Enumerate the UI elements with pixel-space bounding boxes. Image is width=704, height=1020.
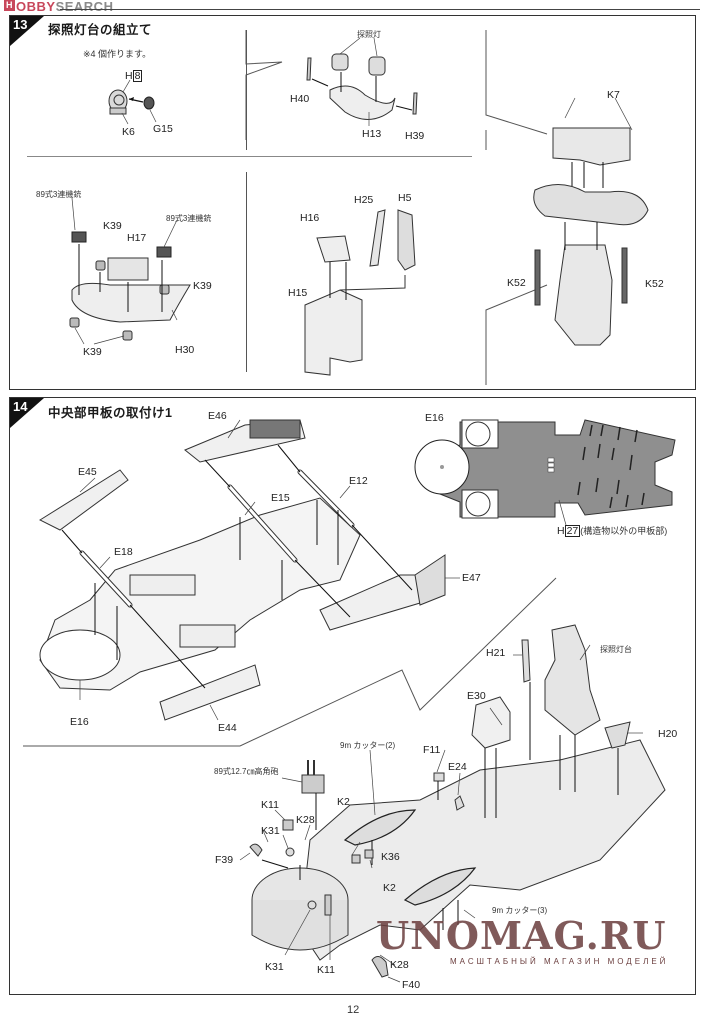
label-e16-frame: E16 [70,716,89,728]
label-k11-top: K11 [261,799,279,811]
step14-number: 14 [13,399,28,414]
label-e46: E46 [208,410,227,422]
label-k39-right: K39 [193,280,212,292]
label-e47: E47 [462,572,481,584]
step13-badge [10,16,44,46]
label-h27-note: (構造物以外の甲板部) [580,526,668,536]
label-k39-bottom: K39 [83,346,102,358]
label-h8-prefix: H [125,70,133,82]
label-k39-top: K39 [103,220,122,232]
label-g15: G15 [153,123,173,135]
brand-name-part2: SEARCH [55,0,114,14]
label-searchlight-tower: 探照灯台 [600,645,632,654]
label-e30: E30 [467,690,486,702]
header-rule [60,9,700,10]
page-number: 12 [347,1004,360,1016]
label-h27-prefix: H [557,525,565,537]
label-k28-top: K28 [296,814,315,826]
label-aa-gun: 89式12.7㎝高角砲 [214,767,279,776]
brand-name-part1: OBBY [16,0,56,14]
label-k2-bottom: K2 [383,882,396,894]
step13-note: ※4 個作ります。 [83,49,152,59]
label-k11-bottom: K11 [317,964,335,976]
label-k28-bottom: K28 [390,959,409,971]
label-k31-top: K31 [261,825,280,837]
label-h39: H39 [405,130,425,142]
label-h27-number: 27 [564,525,581,537]
label-f40: F40 [402,979,421,991]
label-k31-bottom: K31 [265,961,284,973]
label-k52-left: K52 [507,277,526,289]
step13-divider-vertical-left-lower [246,172,247,372]
watermark-subtext: МАСШТАБНЫЙ МАГАЗИН МОДЕЛЕЙ [450,957,669,966]
label-h20: H20 [658,728,678,740]
step13-number: 13 [13,17,28,32]
step14-title: 中央部甲板の取付け1 [48,406,173,420]
label-cutter-2: 9m カッター(2) [340,741,396,750]
label-k6: K6 [122,126,135,138]
watermark-text: UNOMAG.RU [376,913,667,958]
label-mg-left: 89式3連機銃 [36,190,82,199]
label-e18: E18 [114,546,133,558]
label-e24: E24 [448,761,467,773]
label-mg-right: 89式3連機銃 [166,214,212,223]
label-h13: H13 [362,128,382,140]
label-h25: H25 [354,194,374,206]
label-k36: K36 [381,851,400,863]
label-f39: F39 [215,854,234,866]
label-h5: H5 [398,192,412,204]
label-searchlight: 探照灯 [357,30,381,39]
step13-divider-horizontal [27,156,472,157]
label-cutter-3: 9m カッター(3) [492,906,548,915]
label-f11: F11 [423,744,441,756]
label-h8-number: 8 [132,70,143,82]
step14-badge [10,398,44,428]
label-e45: E45 [78,466,97,478]
brand-logo-icon: H [4,0,15,11]
label-h21: H21 [486,647,506,659]
label-h40: H40 [290,93,310,105]
label-e44: E44 [218,722,237,734]
label-k52-right: K52 [645,278,664,290]
label-e15: E15 [271,492,290,504]
label-h15: H15 [288,287,308,299]
label-e12: E12 [349,475,368,487]
label-k2-top: K2 [337,796,350,808]
label-h30: H30 [175,344,195,356]
label-h16: H16 [300,212,320,224]
label-e16-deck: E16 [425,412,444,424]
label-k7: K7 [607,89,620,101]
step13-title: 探照灯台の組立て [48,23,153,37]
label-h17: H17 [127,232,147,244]
